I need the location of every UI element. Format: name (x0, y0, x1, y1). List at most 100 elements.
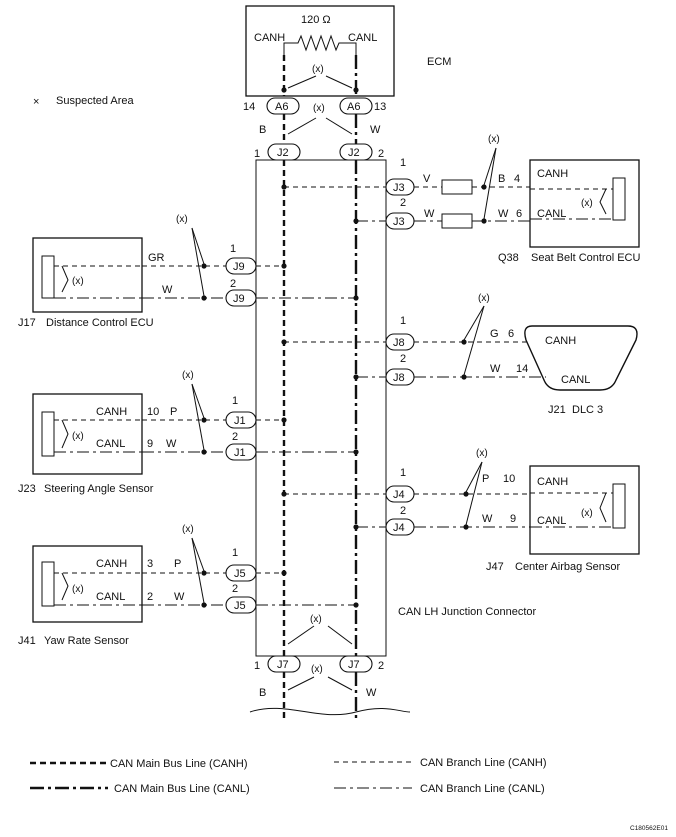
yaw-chip-symbol (41, 561, 55, 607)
airbag-x-pointer-h (465, 461, 483, 493)
a6-color-left: B (259, 124, 266, 136)
j2-label-right: J2 (348, 147, 360, 159)
seat-belt-x-pointer-h (483, 147, 497, 186)
yaw-inner-x: (x) (72, 584, 84, 595)
seat-belt-resistor-canl (441, 213, 473, 229)
distance-chip-symbol (41, 255, 55, 299)
dlc-pin-l: 14 (516, 363, 528, 375)
distance-ecu-box (32, 237, 143, 313)
distance-x-pointer-h (191, 227, 205, 265)
dlc-x-node-l (461, 374, 467, 380)
ecm-box (245, 5, 395, 97)
seat-belt-pin-h: 4 (514, 173, 520, 185)
steering-x-pointer-l (191, 383, 205, 451)
j9-label-h: J9 (233, 261, 245, 273)
seat-belt-x-node-l (481, 218, 487, 224)
seat-belt-pin-l: 6 (516, 208, 522, 220)
airbag-canh-label: CANH (537, 476, 568, 488)
yaw-sensor-box (32, 545, 143, 623)
j1-node-canh (281, 417, 287, 423)
j7-color-left: B (259, 687, 266, 699)
j9-pin-l: 2 (230, 278, 236, 290)
airbag-name: Center Airbag Sensor (515, 561, 621, 573)
figure-code: C180562E01 (630, 825, 668, 832)
seat-belt-canl-label: CANL (537, 208, 566, 220)
seat-belt-wire-x: (x) (488, 134, 500, 145)
junction-label: CAN LH Junction Connector (398, 606, 537, 618)
distance-name: Distance Control ECU (46, 317, 154, 329)
yaw-x-node-l (201, 602, 207, 608)
airbag-sensor-group: CANH CANL (x) J47 Center Airbag Sensor (486, 465, 640, 573)
j4-pin-h: 1 (400, 467, 406, 479)
steering-chip-symbol (41, 411, 55, 457)
steering-x-node-l (201, 449, 207, 455)
ecm-node-canl (353, 87, 359, 93)
airbag-id: J47 (486, 561, 504, 573)
seat-belt-inner-pointer (599, 188, 607, 215)
yaw-pin-h: 3 (147, 558, 153, 570)
j5-pin-h: 1 (232, 547, 238, 559)
j2-label-left: J2 (277, 147, 289, 159)
a6-color-right: W (370, 124, 381, 136)
ecm-canh-label: CANH (254, 32, 285, 44)
steering-x-node-h (201, 417, 207, 423)
steering-canh-label: CANH (96, 406, 127, 418)
j7-label-left: J7 (277, 659, 289, 671)
seat-belt-resistor-canh (441, 179, 473, 195)
yaw-x-node-h (201, 570, 207, 576)
j8-label-h: J8 (393, 337, 405, 349)
airbag-x-node-h (463, 491, 469, 497)
j7-pin-left: 1 (254, 660, 260, 672)
j8-label-l: J8 (393, 372, 405, 384)
a6-label-left: A6 (275, 101, 288, 113)
steering-pin-h: 10 (147, 406, 159, 418)
ecm-node-canh (281, 87, 287, 93)
yaw-wire-x: (x) (182, 524, 194, 535)
distance-color-h: GR (148, 252, 165, 264)
dlc-x-pointer-h (463, 305, 485, 341)
j2-pin-left: 1 (254, 148, 260, 160)
airbag-x-node-l (463, 524, 469, 530)
ecm-x-pointer-left (287, 75, 317, 89)
dlc-color-l: W (490, 363, 501, 375)
dlc-wire-x: (x) (478, 293, 490, 304)
distance-inner-x: (x) (72, 276, 84, 287)
seat-belt-id: Q38 (498, 252, 519, 264)
airbag-sensor-box (529, 465, 640, 555)
j4-label-l: J4 (393, 522, 405, 534)
legend-branch-canl-label: CAN Branch Line (CANL) (420, 783, 545, 795)
seat-belt-ecu-group: CANH CANL (x) Q38 Seat Belt Control ECU (498, 159, 640, 264)
j8-node-canl (353, 374, 359, 380)
j9-pin-h: 1 (230, 243, 236, 255)
yaw-canh-label: CANH (96, 558, 127, 570)
airbag-inner-pointer (599, 492, 607, 523)
a6-pin-left: 14 (243, 101, 255, 113)
steering-wire-x: (x) (182, 370, 194, 381)
steering-inner-pointer (61, 419, 69, 449)
suspected-area-mark: × (33, 96, 39, 108)
ecm-x-pointer-right (325, 75, 353, 89)
j1-node-canl (353, 449, 359, 455)
j3-label-l: J3 (393, 216, 405, 228)
dlc-x-pointer-l (463, 305, 485, 376)
j7-color-right: W (366, 687, 377, 699)
j7-label-right: J7 (348, 659, 360, 671)
distance-id: J17 (18, 317, 36, 329)
dlc-color-h: G (490, 328, 499, 340)
j5-label-l: J5 (234, 600, 246, 612)
j3-node-canl (353, 218, 359, 224)
j9-node-canl (353, 295, 359, 301)
seat-belt-canh-label: CANH (537, 168, 568, 180)
steering-id: J23 (18, 483, 36, 495)
a6-x-mark: (x) (313, 103, 325, 114)
j3-pin-h: 1 (400, 157, 406, 169)
seat-belt-chip-symbol (612, 177, 626, 221)
ecm-canl-label: CANL (348, 32, 377, 44)
junction-x-pointer-right (327, 625, 353, 645)
j1-label-h: J1 (234, 415, 246, 427)
j7-pin-right: 2 (378, 660, 384, 672)
j5-pin-l: 2 (232, 583, 238, 595)
yaw-x-pointer-l (191, 537, 205, 604)
legend-main-canh-label: CAN Main Bus Line (CANH) (110, 758, 248, 770)
